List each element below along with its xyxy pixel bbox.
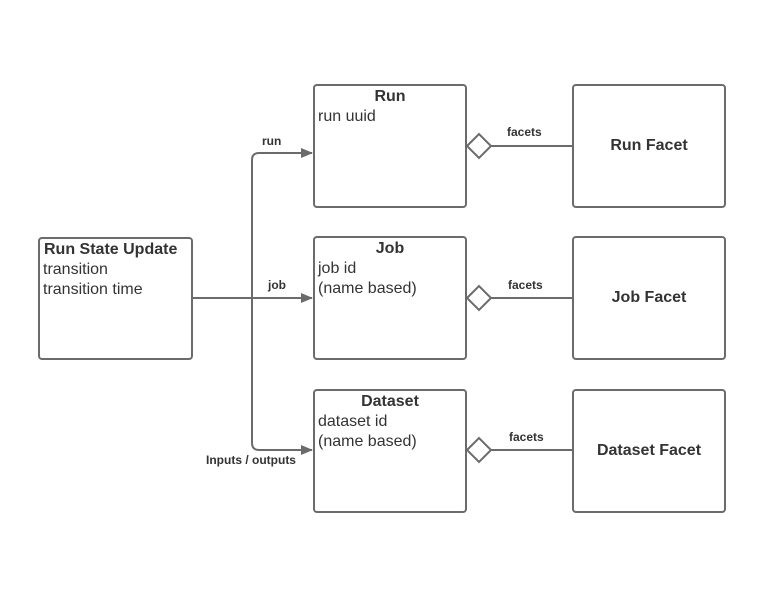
job-facets-label: facets bbox=[508, 278, 543, 292]
job-box: Job job id (name based) bbox=[313, 236, 467, 360]
run-facets-label: facets bbox=[507, 125, 542, 139]
run-facet-title: Run Facet bbox=[610, 137, 688, 154]
run-state-update-box: Run State Update transition transition t… bbox=[38, 237, 193, 360]
job-line-2: (name based) bbox=[318, 280, 417, 297]
edge-job-label: job bbox=[268, 278, 286, 292]
job-facet-box: Job Facet bbox=[572, 236, 726, 360]
dataset-line-1: dataset id bbox=[318, 413, 388, 430]
dataset-title: Dataset bbox=[361, 393, 419, 410]
job-facet-title: Job Facet bbox=[611, 289, 687, 306]
job-line-1: job id bbox=[318, 260, 357, 277]
run-title: Run bbox=[374, 88, 406, 105]
dataset-box: Dataset dataset id (name based) bbox=[313, 389, 467, 513]
dataset-line-2: (name based) bbox=[318, 433, 417, 450]
run-state-update-line-2: transition time bbox=[43, 281, 143, 298]
job-facet-diamond bbox=[465, 284, 493, 312]
job-title: Job bbox=[375, 240, 405, 257]
run-box: Run run uuid bbox=[313, 84, 467, 208]
dataset-facet-title: Dataset Facet bbox=[596, 442, 702, 459]
run-facet-box: Run Facet bbox=[572, 84, 726, 208]
dataset-facets-label: facets bbox=[509, 430, 544, 444]
run-line-1: run uuid bbox=[318, 108, 376, 125]
dataset-facet-box: Dataset Facet bbox=[572, 389, 726, 513]
run-state-update-line-1: transition bbox=[43, 261, 108, 278]
run-state-update-title: Run State Update bbox=[44, 241, 178, 258]
run-facet-diamond bbox=[465, 132, 493, 160]
edge-dataset-label: Inputs / outputs bbox=[206, 453, 296, 467]
edge-run-label: run bbox=[262, 134, 282, 148]
edge-run-line bbox=[251, 148, 313, 298]
dataset-facet-diamond bbox=[465, 436, 493, 464]
edge-dataset-line bbox=[251, 298, 313, 455]
